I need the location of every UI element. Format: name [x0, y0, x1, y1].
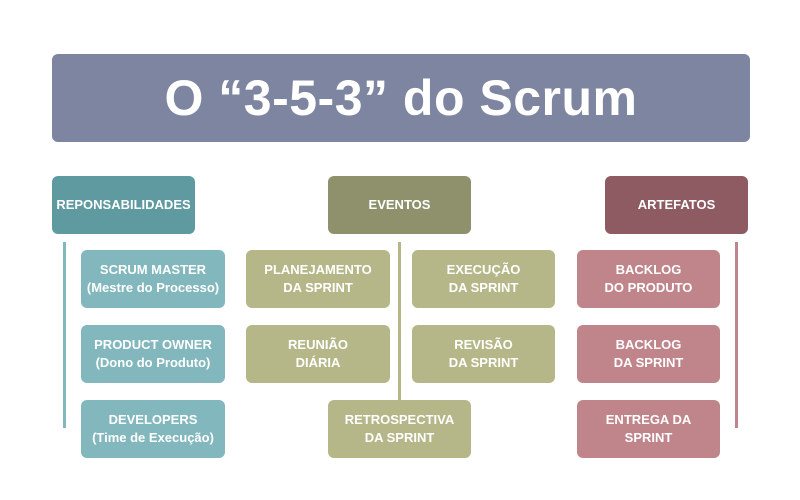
- role-scrum-master: SCRUM MASTER (Mestre do Processo): [81, 250, 225, 308]
- event-execucao-line1: EXECUÇÃO: [446, 262, 521, 277]
- artifact-backlog-sprint-line2: DA SPRINT: [613, 355, 684, 370]
- responsabilidades-heading: REPONSABILIDADES: [52, 176, 195, 234]
- event-revisao: REVISÃO DA SPRINT: [412, 325, 555, 383]
- artifact-backlog-sprint: BACKLOG DA SPRINT: [577, 325, 720, 383]
- artifact-backlog-produto-line1: BACKLOG: [615, 262, 682, 277]
- artifact-backlog-produto: BACKLOG DO PRODUTO: [577, 250, 720, 308]
- artefatos-heading-label: ARTEFATOS: [637, 197, 716, 212]
- role-scrum-master-subtitle: (Mestre do Processo): [86, 280, 220, 295]
- eventos-heading: EVENTOS: [328, 176, 471, 234]
- event-planejamento-line1: PLANEJAMENTO: [264, 262, 372, 277]
- event-retrospectiva-line1: RETROSPECTIVA: [344, 412, 455, 427]
- eventos-connector-line: [398, 242, 401, 400]
- event-planejamento-line2: DA SPRINT: [283, 280, 353, 295]
- artifact-entrega-sprint-line1: ENTREGA DA: [605, 412, 692, 427]
- artifact-backlog-sprint-line1: BACKLOG: [615, 337, 682, 352]
- role-developers: DEVELOPERS (Time de Execução): [81, 400, 225, 458]
- role-product-owner-title: PRODUCT OWNER: [94, 337, 212, 352]
- event-execucao: EXECUÇÃO DA SPRINT: [412, 250, 555, 308]
- role-developers-subtitle: (Time de Execução): [92, 430, 214, 445]
- role-developers-title: DEVELOPERS: [108, 412, 198, 427]
- responsabilidades-connector-line: [63, 242, 66, 428]
- event-reuniao-diaria-line2: DIÁRIA: [295, 355, 341, 370]
- event-planejamento: PLANEJAMENTO DA SPRINT: [246, 250, 390, 308]
- event-revisao-line1: REVISÃO: [454, 337, 513, 352]
- event-execucao-line2: DA SPRINT: [448, 280, 519, 295]
- role-scrum-master-title: SCRUM MASTER: [99, 262, 207, 277]
- role-product-owner: PRODUCT OWNER (Dono do Produto): [81, 325, 225, 383]
- eventos-heading-label: EVENTOS: [368, 197, 431, 212]
- event-revisao-line2: DA SPRINT: [448, 355, 519, 370]
- event-reuniao-diaria: REUNIÃO DIÁRIA: [246, 325, 390, 383]
- artifact-backlog-produto-line2: DO PRODUTO: [604, 280, 693, 295]
- artefatos-heading: ARTEFATOS: [605, 176, 748, 234]
- artifact-entrega-sprint-line2: SPRINT: [624, 430, 673, 445]
- artifact-entrega-sprint: ENTREGA DA SPRINT: [577, 400, 720, 458]
- responsabilidades-heading-label: REPONSABILIDADES: [56, 197, 191, 212]
- event-retrospectiva-line2: DA SPRINT: [364, 430, 435, 445]
- artefatos-connector-line: [735, 242, 738, 428]
- event-reuniao-diaria-line1: REUNIÃO: [288, 337, 348, 352]
- role-product-owner-subtitle: (Dono do Produto): [95, 355, 211, 370]
- event-retrospectiva: RETROSPECTIVA DA SPRINT: [328, 400, 471, 458]
- title-banner: O “3-5-3” do Scrum: [52, 54, 750, 142]
- diagram-title: O “3-5-3” do Scrum: [164, 70, 638, 126]
